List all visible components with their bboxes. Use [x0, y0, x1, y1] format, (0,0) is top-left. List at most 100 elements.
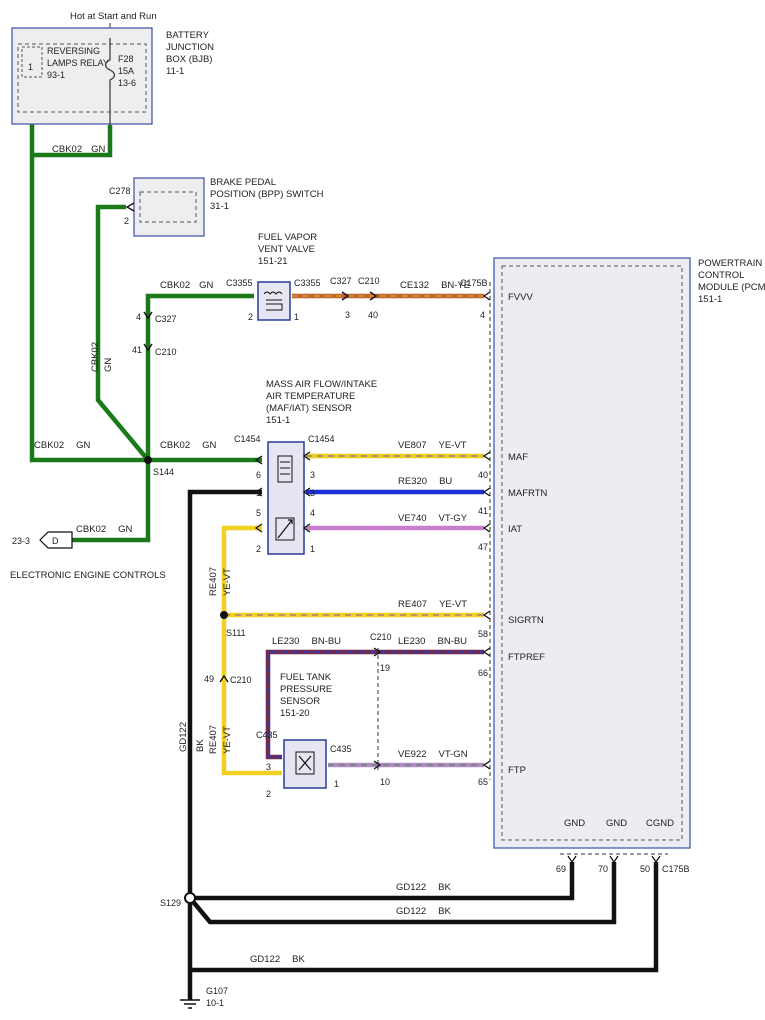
maf-pin-right-3: 4 — [310, 508, 315, 518]
svg-text:40: 40 — [478, 470, 488, 480]
relay-pin-box — [21, 46, 43, 78]
maf-pin-right-1: 3 — [310, 470, 315, 480]
pcm-title-4: 151-1 — [698, 294, 722, 305]
ground-ref: 10-1 — [206, 998, 224, 1008]
c210-re407-pin: 49 — [204, 674, 214, 684]
svg-text:IAT: IAT — [508, 524, 522, 535]
maf-element-icon — [277, 455, 293, 483]
wire-label-re407-v1-color: YE-VT — [222, 568, 233, 596]
ftp-title-2: PRESSURE — [280, 684, 332, 695]
maf-title-4: 151-1 — [266, 415, 290, 426]
wire-cbk02-bjb-fuse — [32, 125, 113, 158]
fuse-label-1: F28 — [118, 54, 134, 64]
fuse-icon — [104, 38, 116, 125]
fvvv-box — [257, 281, 291, 321]
pcm-title-3: MODULE (PCM) — [698, 282, 765, 293]
ftp-title-4: 151-20 — [280, 708, 310, 719]
svg-text:41: 41 — [478, 506, 488, 516]
bpp-connector: C278 — [109, 186, 131, 196]
eec-connector-icon — [39, 531, 73, 549]
maf-title-3: (MAF/IAT) SENSOR — [266, 403, 352, 414]
svg-text:69: 69 — [556, 864, 566, 874]
maf-pin-left-4: 2 — [256, 544, 261, 554]
fvvv-title-3: 151-21 — [258, 256, 288, 267]
svg-text:65: 65 — [478, 777, 488, 787]
splice-s144-label: S144 — [153, 467, 174, 477]
wire-label-gd122-v: GD122 — [178, 722, 189, 752]
wire-gd122-3 — [190, 862, 659, 973]
reversing-relay-box — [17, 43, 147, 113]
bpp-title-2: POSITION (BPP) SWITCH — [210, 189, 324, 200]
splice-s111 — [220, 611, 228, 619]
relay-pin: 1 — [28, 62, 33, 72]
ftp-pin-bottom: 2 — [266, 789, 271, 799]
c210-re407-arrow — [219, 674, 229, 683]
svg-text:47: 47 — [478, 542, 488, 552]
fvvv-pin-left: 2 — [248, 312, 253, 322]
bpp-switch-box — [133, 177, 205, 237]
bpp-title-1: BRAKE PEDAL — [210, 177, 276, 188]
c327-left-pin: 4 — [136, 312, 141, 322]
wire-cbk02-bjb-trunk — [29, 80, 148, 463]
pcm-pin-ftp: FTP 65 — [478, 760, 526, 787]
maf-sensor-box — [267, 441, 305, 555]
relay-ref: 93-1 — [47, 70, 65, 80]
wire-gd122-1 — [190, 862, 575, 901]
splice-s129-label: S129 — [160, 898, 181, 908]
svg-text:MAF: MAF — [508, 452, 528, 463]
wire-label-gd122-v-color: BK — [195, 739, 206, 752]
splice-s129 — [184, 892, 196, 904]
pressure-element-icon — [295, 751, 315, 775]
eec-label: ELECTRONIC ENGINE CONTROLS — [10, 570, 166, 581]
c327-mid-pin: 3 — [345, 310, 350, 320]
maf-conn-right: C1454 — [308, 434, 335, 444]
fvvv-pin-right: 1 — [294, 312, 299, 322]
svg-text:FTP: FTP — [508, 765, 526, 776]
pcm-connector-top: C175B — [460, 278, 488, 288]
wire-re407 — [221, 525, 282, 776]
c210-ftp-pin-top: 19 — [380, 663, 390, 673]
wire-label-re407-v1: RE407 — [208, 567, 219, 596]
fuse-label-2: 15A — [118, 66, 134, 76]
relay-label-1: REVERSING — [47, 46, 100, 56]
bjb-box — [11, 27, 153, 125]
maf-pin-right-4: 1 — [310, 544, 315, 554]
fuse-label-3: 13-6 — [118, 78, 136, 88]
c210-mid-pin: 40 — [368, 310, 378, 320]
svg-text:70: 70 — [598, 864, 608, 874]
wire-gd122-2 — [188, 862, 617, 925]
connector-arrow — [254, 455, 263, 533]
pcm-gnd-pin-50: CGND 50 — [640, 818, 674, 874]
wire-label-re407-v2-color: YE-VT — [222, 726, 233, 754]
wire-cbk02-fvvv — [72, 293, 254, 543]
pcm-gnd-pin-70: GND 70 — [598, 818, 627, 874]
ftp-title-3: SENSOR — [280, 696, 320, 707]
c210-mid-arrow — [369, 291, 378, 301]
pcm-pin-ftpref: FTPREF 66 — [478, 647, 545, 678]
connector-arrow — [373, 647, 382, 770]
iat-thermistor-icon — [275, 517, 295, 541]
pcm-pin-sigrtn: SIGRTN 58 — [478, 610, 544, 639]
svg-text:MAFRTN: MAFRTN — [508, 488, 548, 499]
svg-text:GND: GND — [606, 818, 627, 829]
bjb-title-4: 11-1 — [166, 66, 184, 77]
pcm-inner-dashed — [501, 265, 683, 841]
ftp-pin-top: 3 — [266, 762, 271, 772]
pcm-connector-bottom: C175B — [662, 864, 690, 874]
fvvv-title-1: FUEL VAPOR — [258, 232, 317, 243]
solenoid-icon — [263, 291, 283, 311]
c327-mid-arrow — [341, 291, 350, 301]
c327-left-arrow — [143, 311, 153, 320]
svg-text:58: 58 — [478, 629, 488, 639]
pcm-title-1: POWERTRAIN — [698, 258, 762, 269]
